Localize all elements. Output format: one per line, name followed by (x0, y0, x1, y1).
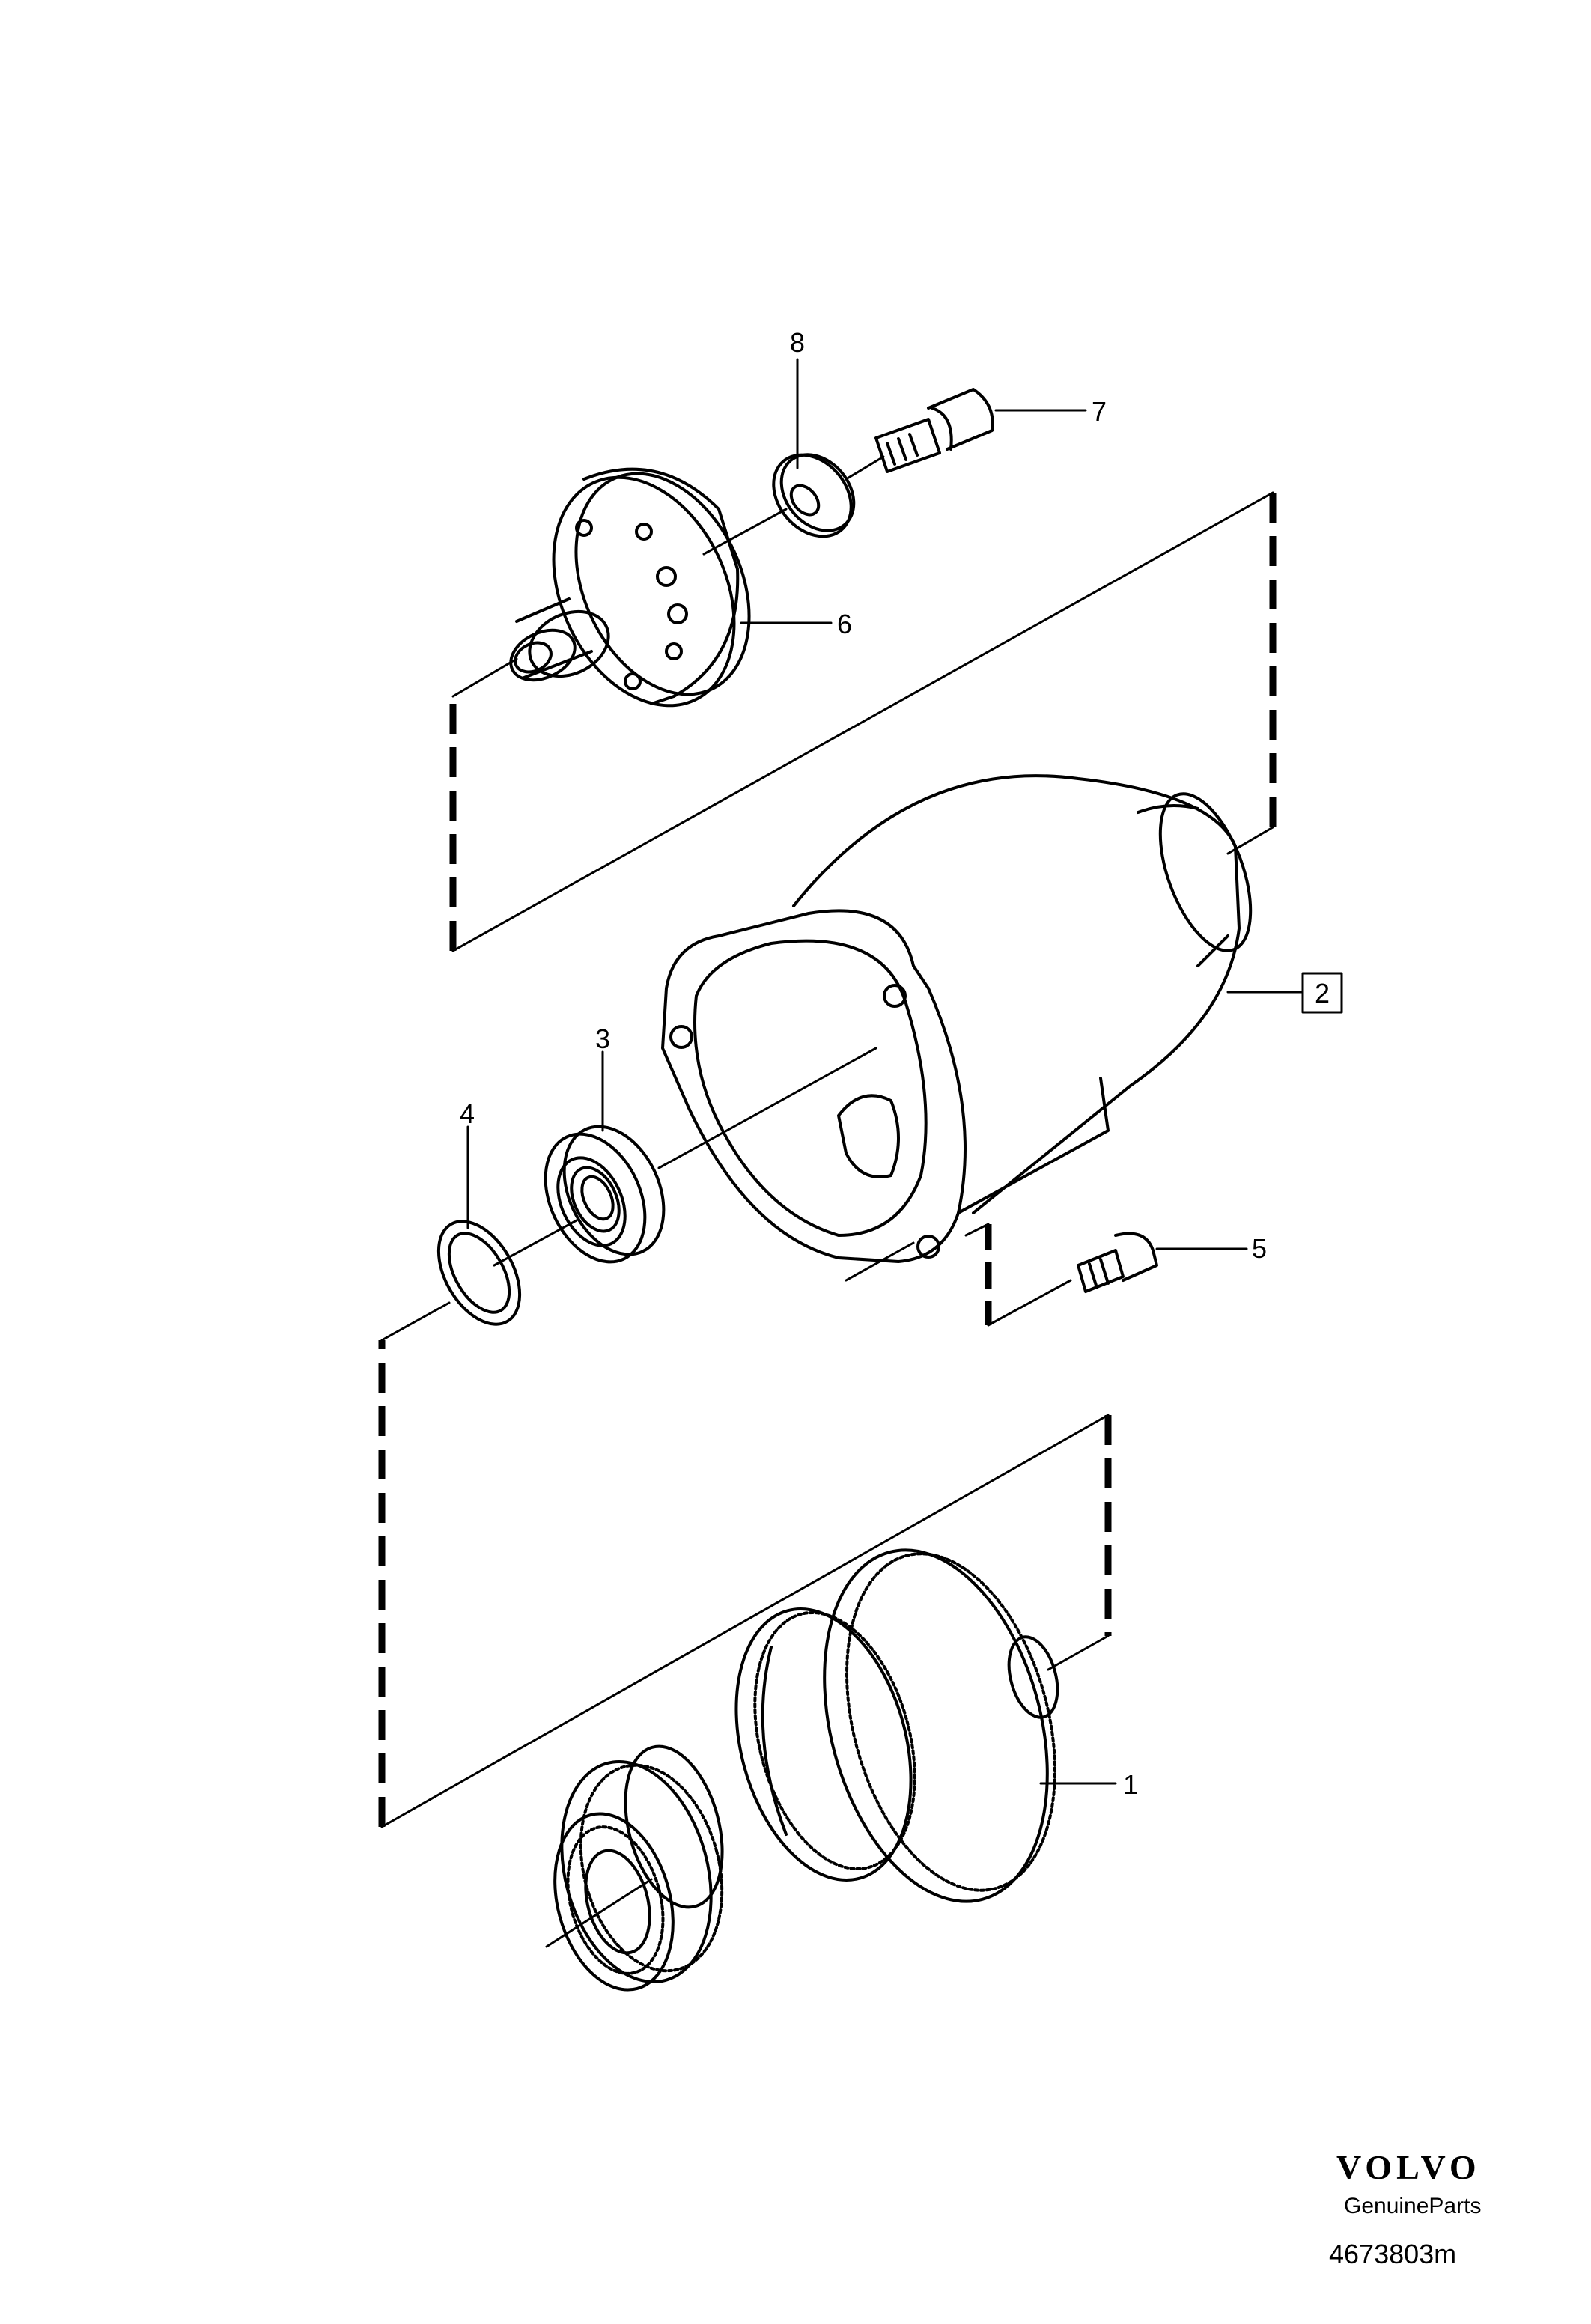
part-2-housing (661, 774, 1253, 1263)
callout-2-box (1301, 972, 1343, 1014)
part-8-washer (772, 453, 856, 538)
callout-1: 1 (1123, 1769, 1138, 1800)
part-6-flange (509, 467, 751, 708)
assembly-guide-middle (964, 1223, 1072, 1327)
diagram-reference-number: 4673803m (1329, 2239, 1457, 2269)
callout-8: 8 (790, 327, 805, 358)
part-3-bearing (544, 1125, 666, 1264)
callout-6: 6 (837, 609, 852, 639)
genuine-parts-label: GenuineParts (1344, 2194, 1482, 2218)
callout-7: 7 (1092, 396, 1107, 427)
callout-5: 5 (1252, 1233, 1267, 1264)
callout-3: 3 (595, 1023, 610, 1054)
assembly-guide-bottom (378, 1301, 1112, 1828)
callout-4: 4 (460, 1098, 475, 1129)
part-4-ring (436, 1220, 522, 1326)
assembly-guide-top (449, 491, 1277, 952)
part-1-gear-assembly (553, 1548, 1059, 1992)
part-7-bolt (874, 388, 994, 473)
callout-2: 2 (1315, 978, 1330, 1009)
callout-labels: 1 2 3 4 5 6 7 8 (460, 327, 1330, 1800)
volvo-logo: VOLVO (1336, 2148, 1481, 2186)
part-5-bolt (1077, 1232, 1158, 1293)
